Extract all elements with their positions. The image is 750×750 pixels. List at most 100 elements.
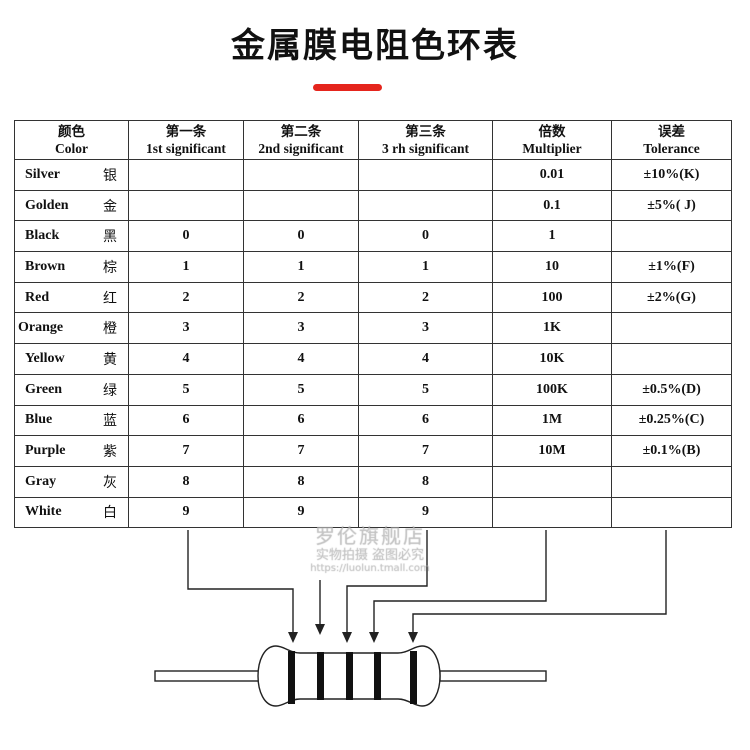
- band-4: [374, 652, 381, 700]
- tolerance-cell: ±1%(F): [611, 251, 732, 283]
- multiplier-cell: 10M: [492, 435, 612, 467]
- second-digit-cell: 0: [243, 220, 359, 253]
- first-digit-cell: 6: [128, 404, 244, 437]
- color-name-zh: 红: [103, 290, 117, 307]
- pointer-band-4: [373, 530, 547, 633]
- third-digit-cell: 6: [358, 404, 493, 437]
- first-digit-cell: 9: [128, 496, 244, 529]
- second-digit-cell: 1: [243, 251, 359, 283]
- arrowhead-band-5: [408, 632, 418, 643]
- arrowhead-band-3: [342, 632, 352, 643]
- color-name-zh: 黑: [103, 229, 117, 246]
- color-name-en: White: [25, 504, 62, 520]
- band-5: [410, 651, 417, 704]
- tolerance-cell: [611, 465, 732, 498]
- first-digit-cell: 8: [128, 465, 244, 498]
- third-digit-cell: 2: [358, 281, 493, 314]
- color-name-en: Yellow: [25, 350, 65, 366]
- color-name-en: Purple: [25, 443, 66, 459]
- color-name-cell: Brown 棕: [14, 251, 129, 283]
- multiplier-cell: 10K: [492, 343, 612, 375]
- second-digit-cell: 4: [243, 343, 359, 375]
- color-name-zh: 紫: [103, 444, 117, 461]
- first-digit-cell: 4: [128, 343, 244, 375]
- color-name-zh: 银: [103, 167, 117, 184]
- color-name-en: Black: [25, 228, 60, 244]
- color-name-cell: Gray 灰: [14, 465, 129, 498]
- tolerance-cell: ±0.5%(D): [611, 373, 732, 406]
- band-3: [346, 652, 353, 700]
- third-digit-cell: 1: [358, 251, 493, 283]
- third-digit-cell: 9: [358, 496, 493, 529]
- color-name-zh: 棕: [103, 259, 117, 276]
- color-name-zh: 绿: [103, 382, 117, 399]
- second-digit-cell: 5: [243, 373, 359, 406]
- second-digit-cell: [243, 159, 359, 191]
- pointer-band-3: [346, 530, 428, 633]
- tolerance-cell: ±0.1%(B): [611, 435, 732, 467]
- color-name-zh: 白: [103, 505, 117, 522]
- multiplier-cell: 0.01: [492, 159, 612, 191]
- pointer-lines: [187, 530, 667, 633]
- first-digit-cell: [128, 159, 244, 191]
- resistor-lead-right: [439, 670, 547, 682]
- pointer-band-5: [412, 530, 667, 633]
- multiplier-cell: 1M: [492, 404, 612, 437]
- color-name-zh: 蓝: [103, 413, 117, 430]
- multiplier-cell: 1K: [492, 312, 612, 345]
- multiplier-cell: 100K: [492, 373, 612, 406]
- color-name-cell: Purple 紫: [14, 435, 129, 467]
- watermark-store: 罗伦旗舰店: [315, 524, 425, 548]
- second-digit-cell: 9: [243, 496, 359, 529]
- pointer-arrowheads: [288, 624, 418, 643]
- color-name-en: Silver: [25, 166, 60, 182]
- page-title: 金属膜电阻色环表: [231, 26, 519, 66]
- resistor-bands: [288, 651, 417, 704]
- multiplier-cell: 10: [492, 251, 612, 283]
- second-digit-cell: 3: [243, 312, 359, 345]
- first-digit-cell: 7: [128, 435, 244, 467]
- pointer-band-1: [187, 530, 294, 633]
- color-name-en: Golden: [25, 197, 69, 213]
- color-name-en: Green: [25, 381, 63, 397]
- second-digit-cell: 6: [243, 404, 359, 437]
- tolerance-cell: [611, 343, 732, 375]
- arrowhead-band-4: [369, 632, 379, 643]
- color-name-zh: 灰: [103, 474, 117, 491]
- multiplier-cell: [492, 496, 612, 529]
- third-digit-cell: 7: [358, 435, 493, 467]
- multiplier-cell: 100: [492, 281, 612, 314]
- tolerance-cell: [611, 496, 732, 529]
- third-digit-cell: 4: [358, 343, 493, 375]
- title-underline: [313, 84, 382, 91]
- tolerance-cell: ±2%(G): [611, 281, 732, 314]
- color-name-en: Gray: [25, 473, 57, 489]
- color-name-en: Orange: [18, 320, 64, 336]
- color-name-en: Red: [25, 289, 50, 305]
- arrowhead-band-2: [315, 624, 325, 635]
- arrowhead-band-1: [288, 632, 298, 643]
- first-digit-cell: 3: [128, 312, 244, 345]
- color-name-en: Brown: [25, 258, 66, 274]
- first-digit-cell: 5: [128, 373, 244, 406]
- first-digit-cell: 1: [128, 251, 244, 283]
- watermark-url: https://luolun.tmall.com: [310, 563, 430, 574]
- color-name-cell: White 白: [14, 496, 129, 529]
